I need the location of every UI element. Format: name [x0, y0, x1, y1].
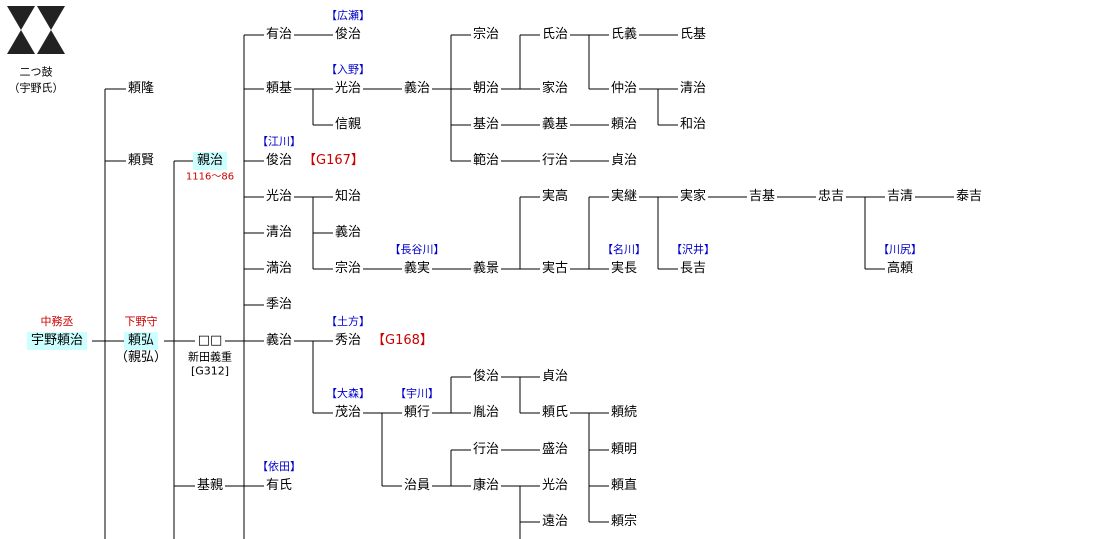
branch-clan-label: 【宇川】	[395, 387, 439, 400]
branch-clan-label: 【江川】	[257, 135, 301, 148]
person-yukiharu1: 行治	[472, 442, 500, 457]
person-yoritaka: 頼隆	[127, 81, 155, 96]
person-moriharu: 盛治	[541, 442, 569, 457]
person-mitsuharu4: 光治	[541, 478, 569, 493]
person-yoriaki: 頼明	[610, 442, 638, 457]
person-yasuyoshi: 泰吉	[955, 189, 983, 204]
person-nobuchika: 信親	[334, 117, 362, 132]
futatsu-tsuzumi-crest-icon	[7, 6, 65, 54]
person-ujiharu: 氏治	[541, 27, 569, 42]
person-muneharu2: 宗治	[472, 27, 500, 42]
person-ariuji: 有氏	[265, 478, 293, 493]
person-yorimune: 頼宗	[610, 514, 638, 529]
official-title: 下野守	[124, 315, 158, 328]
person-tomoharu: 知治	[334, 189, 362, 204]
person-yoshikage: 義景	[472, 261, 500, 276]
person-kiyoharu: 清治	[265, 225, 293, 240]
branch-clan-label: 【名川】	[602, 243, 646, 256]
branch-clan-label: 【大森】	[326, 387, 370, 400]
note-line: [G312]	[190, 364, 230, 378]
person-sueharu: 季治	[265, 297, 293, 312]
branch-clan-label: 【広瀬】	[326, 9, 370, 22]
person-yorinari: 頼行	[403, 405, 431, 420]
person-chikaharu: 親治	[192, 152, 228, 170]
person-unknown: □□	[197, 333, 223, 348]
person-tadayoshi: 忠吉	[817, 189, 845, 204]
person-yorimoto: 頼基	[265, 81, 293, 96]
crest-clan: （宇野氏）	[8, 81, 64, 95]
person-yoriharu: 宇野頼治	[26, 332, 88, 350]
person-saneie: 実家	[679, 189, 707, 204]
person-yasuharu: 康治	[472, 478, 500, 493]
branch-clan-label: 【依田】	[257, 460, 301, 473]
person-ieharu: 家治	[541, 81, 569, 96]
person-yoshikiyo: 吉清	[886, 189, 914, 204]
person-yoshiharu1: 義治	[265, 333, 293, 348]
person-sanenaga: 実長	[610, 261, 638, 276]
person-mitsuharu2: 満治	[265, 261, 293, 276]
branch-clan-label: 【土方】	[326, 315, 370, 328]
cross-reference: 【G167】	[303, 153, 364, 168]
official-title: 中務丞	[40, 315, 74, 328]
person-yorinao: 頼直	[610, 478, 638, 493]
person-yorikata: 頼賢	[127, 153, 155, 168]
person-sadaharu2: 貞治	[610, 153, 638, 168]
person-ujimoto: 氏基	[679, 27, 707, 42]
person-yoriharu2: 頼治	[610, 117, 638, 132]
person-yoriuji: 頼氏	[541, 405, 569, 420]
person-sanefuru: 実古	[541, 261, 569, 276]
person-yukiharu2: 行治	[541, 153, 569, 168]
person-sanetaka: 実高	[541, 189, 569, 204]
person-nakaharu: 仲治	[610, 81, 638, 96]
person-yoshiharu2: 義治	[334, 225, 362, 240]
person-noriharu: 範治	[472, 153, 500, 168]
person-muneharu1: 宗治	[334, 261, 362, 276]
person-toshiharu3: 俊治	[472, 369, 500, 384]
person-yoshizane: 義実	[403, 261, 431, 276]
person-ariharu: 有治	[265, 27, 293, 42]
note-line: 新田義重	[188, 350, 232, 364]
person-kiyoharu2: 清治	[679, 81, 707, 96]
person-harukazu: 治員	[403, 478, 431, 493]
person-toshiharu2: 俊治	[334, 27, 362, 42]
person-yoshimoto: 義基	[541, 117, 569, 132]
person-mitsuharu1: 光治	[265, 189, 293, 204]
life-years: 1116～86	[185, 171, 235, 183]
person-ranharu: 胤治	[472, 405, 500, 420]
person-yorihiro: 頼弘	[123, 332, 159, 350]
cross-reference: 【G168】	[372, 333, 433, 348]
person-kazuharu: 和治	[679, 117, 707, 132]
person-motochika: 基親	[196, 478, 224, 493]
person-mitsuharu3: 光治	[334, 81, 362, 96]
person-yoritsugu: 頼続	[610, 405, 638, 420]
crest-name: 二つ鼓	[19, 65, 53, 79]
branch-clan-label: 【入野】	[326, 63, 370, 76]
person-tooharu: 遠治	[541, 514, 569, 529]
person-tomoharu2: 朝治	[472, 81, 500, 96]
person-ujiyoshi: 氏義	[610, 27, 638, 42]
person-motoharu: 基治	[472, 117, 500, 132]
person-yoshiharu3: 義治	[403, 81, 431, 96]
person-sanetsugu: 実継	[610, 189, 638, 204]
person-yoshimoto2: 吉基	[748, 189, 776, 204]
person-hideharu: 秀治	[334, 333, 362, 348]
person-toshiharu1: 俊治	[265, 153, 293, 168]
person-sadaharu1: 貞治	[541, 369, 569, 384]
branch-clan-label: 【沢井】	[671, 243, 715, 256]
branch-clan-label: 【川尻】	[878, 243, 922, 256]
branch-clan-label: 【長谷川】	[389, 243, 445, 256]
person-takayori: 高頼	[886, 261, 914, 276]
alias-name: （親弘）	[114, 350, 168, 365]
person-shigeharu: 茂治	[334, 405, 362, 420]
person-nagayoshi: 長吉	[679, 261, 707, 276]
